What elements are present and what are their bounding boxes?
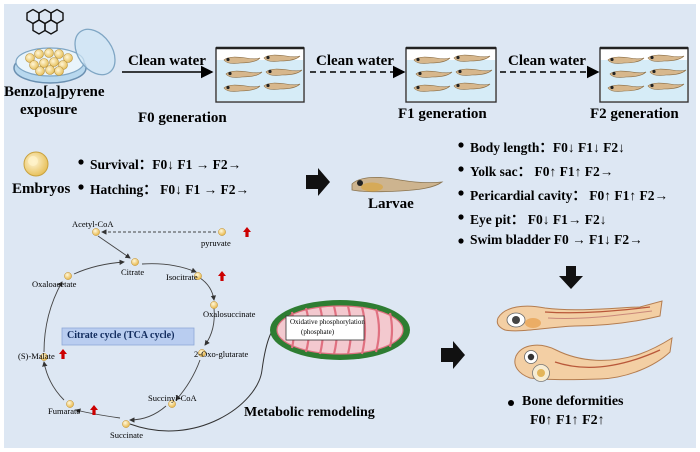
tank-larva-eye <box>456 83 460 88</box>
survival-bullet <box>78 159 84 165</box>
metabolite-succinate: Succinate <box>110 430 144 440</box>
hatching-text: Hatching： F0↓ F1 → F2→ <box>90 182 249 197</box>
tank-larva-eye <box>418 71 422 76</box>
block-arrow-down-icon <box>559 266 583 289</box>
metabolite-fumarate: Fumarate <box>48 406 81 416</box>
tank-f2-icon <box>599 46 689 103</box>
arrow-label-3: Clean water <box>508 53 586 69</box>
tank-larva <box>647 82 685 90</box>
trait-pericardial-cavity: Pericardial cavity： F0↑ F1↑ F2→ <box>470 188 668 203</box>
metabolite-oxaloacetate: Oxaloacetate <box>32 279 77 289</box>
tank-larva <box>609 70 647 78</box>
trait-yolk-sac: Yolk sac： F0↑ F1↑ F2→ <box>470 164 614 179</box>
larva-icon <box>351 176 444 193</box>
embryo-icon <box>23 151 49 177</box>
tank-larva-eye <box>226 57 230 62</box>
tank-larva-eye <box>456 55 460 60</box>
petri-dish-icon <box>13 28 116 84</box>
tank-larva <box>607 56 645 64</box>
benzopyrene-molecule-icon <box>26 8 64 35</box>
tank-larvae-icons <box>223 54 687 92</box>
metabolite-acetyl-coa: Acetyl-CoA <box>72 219 114 229</box>
tank-larva <box>453 82 491 90</box>
tank-larva <box>455 68 493 76</box>
metabolite-s-malate: (S)-Malate <box>18 351 55 361</box>
tank-larva <box>649 68 687 76</box>
tank-larva-eye <box>268 69 272 74</box>
trait-bullet <box>458 238 464 244</box>
hatching-bullet <box>78 184 84 190</box>
trait-bullets <box>458 142 464 244</box>
tank-larva <box>265 68 303 76</box>
tank-larva-eye <box>650 83 654 88</box>
tank-larva-eye <box>650 55 654 60</box>
tank-larva <box>223 56 261 64</box>
tank-larva-eye <box>458 69 462 74</box>
trait-eye-pit: Eye pit： F0↓ F1→ F2↓ <box>470 212 607 227</box>
metabolite-2-oxo-glutarate: 2-Oxo-glutarate <box>194 349 249 359</box>
tank-larva-eye <box>416 57 420 62</box>
metabolite-isocitrate: Isocitrate <box>166 272 198 282</box>
larvae-label: Larvae <box>368 196 414 212</box>
arrow-label-1: Clean water <box>128 53 206 69</box>
bone-deformities-values: F0↑ F1↑ F2↑ <box>530 413 605 428</box>
deformed-larva-1-icon <box>496 300 663 332</box>
tca-cycle <box>40 227 358 432</box>
deformed-larva-2-icon <box>514 337 673 382</box>
tank-larva <box>263 82 301 90</box>
tank-larva-eye <box>416 85 420 90</box>
oxphos-label-line2: (phosphate) <box>301 328 335 336</box>
oxphos-label-line1: Oxidative phosphorylation <box>290 318 365 326</box>
tank-larva-eye <box>612 71 616 76</box>
tank-larva-eye <box>610 57 614 62</box>
trait-bullet <box>458 214 464 220</box>
tca-cycle-title: Citrate cycle (TCA cycle) <box>67 330 175 341</box>
block-arrow-right-icon <box>306 168 330 196</box>
tank-larva <box>413 84 451 92</box>
bone-deformities-label: Bone deformities <box>522 394 624 409</box>
tank-larva <box>263 54 301 62</box>
tank-larva-eye <box>266 83 270 88</box>
exposure-label-line2: exposure <box>20 102 78 118</box>
tank-larva-eye <box>226 85 230 90</box>
metabolite-succinyl-coa: Succinyl-CoA <box>148 393 197 403</box>
tank-f0-icon <box>215 46 305 103</box>
f2-generation-label: F2 generation <box>590 106 679 122</box>
tank-larva <box>413 56 451 64</box>
arrow-label-2: Clean water <box>316 53 394 69</box>
exposure-label-line1: Benzo[a]pyrene <box>4 84 105 100</box>
f1-generation-label: F1 generation <box>398 106 487 122</box>
tank-larva <box>607 84 645 92</box>
trait-swim-bladder: Swim bladder F0 → F1↓ F2→ <box>470 232 643 247</box>
trait-body-length: Body length：F0↓ F1↓ F2↓ <box>470 140 625 155</box>
metabolite-pyruvate: pyruvate <box>201 238 231 248</box>
tank-larva <box>453 54 491 62</box>
tank-larva <box>223 84 261 92</box>
trait-bullet <box>458 166 464 172</box>
survival-text: Survival：F0↓ F1 → F2→ <box>90 157 242 172</box>
tank-larva <box>225 70 263 78</box>
tank-larva-eye <box>228 71 232 76</box>
tank-larva-eye <box>266 55 270 60</box>
metabolite-oxalosuccinate: Oxalosuccinate <box>203 309 256 319</box>
block-arrow-right-2-icon <box>441 341 465 369</box>
metabolic-remodeling-label: Metabolic remodeling <box>244 405 375 420</box>
trait-bullet <box>458 142 464 148</box>
embryos-label: Embryos <box>12 181 71 197</box>
metabolite-citrate: Citrate <box>121 267 145 277</box>
tank-larva-eye <box>652 69 656 74</box>
tank-larva <box>647 54 685 62</box>
mitochondrion-icon <box>270 300 410 360</box>
trait-bullet <box>458 190 464 196</box>
f0-generation-label: F0 generation <box>138 110 227 126</box>
tank-f1-icon <box>405 46 497 103</box>
tank-larva-eye <box>610 85 614 90</box>
bone-bullet <box>508 400 514 406</box>
tank-larva <box>415 70 453 78</box>
